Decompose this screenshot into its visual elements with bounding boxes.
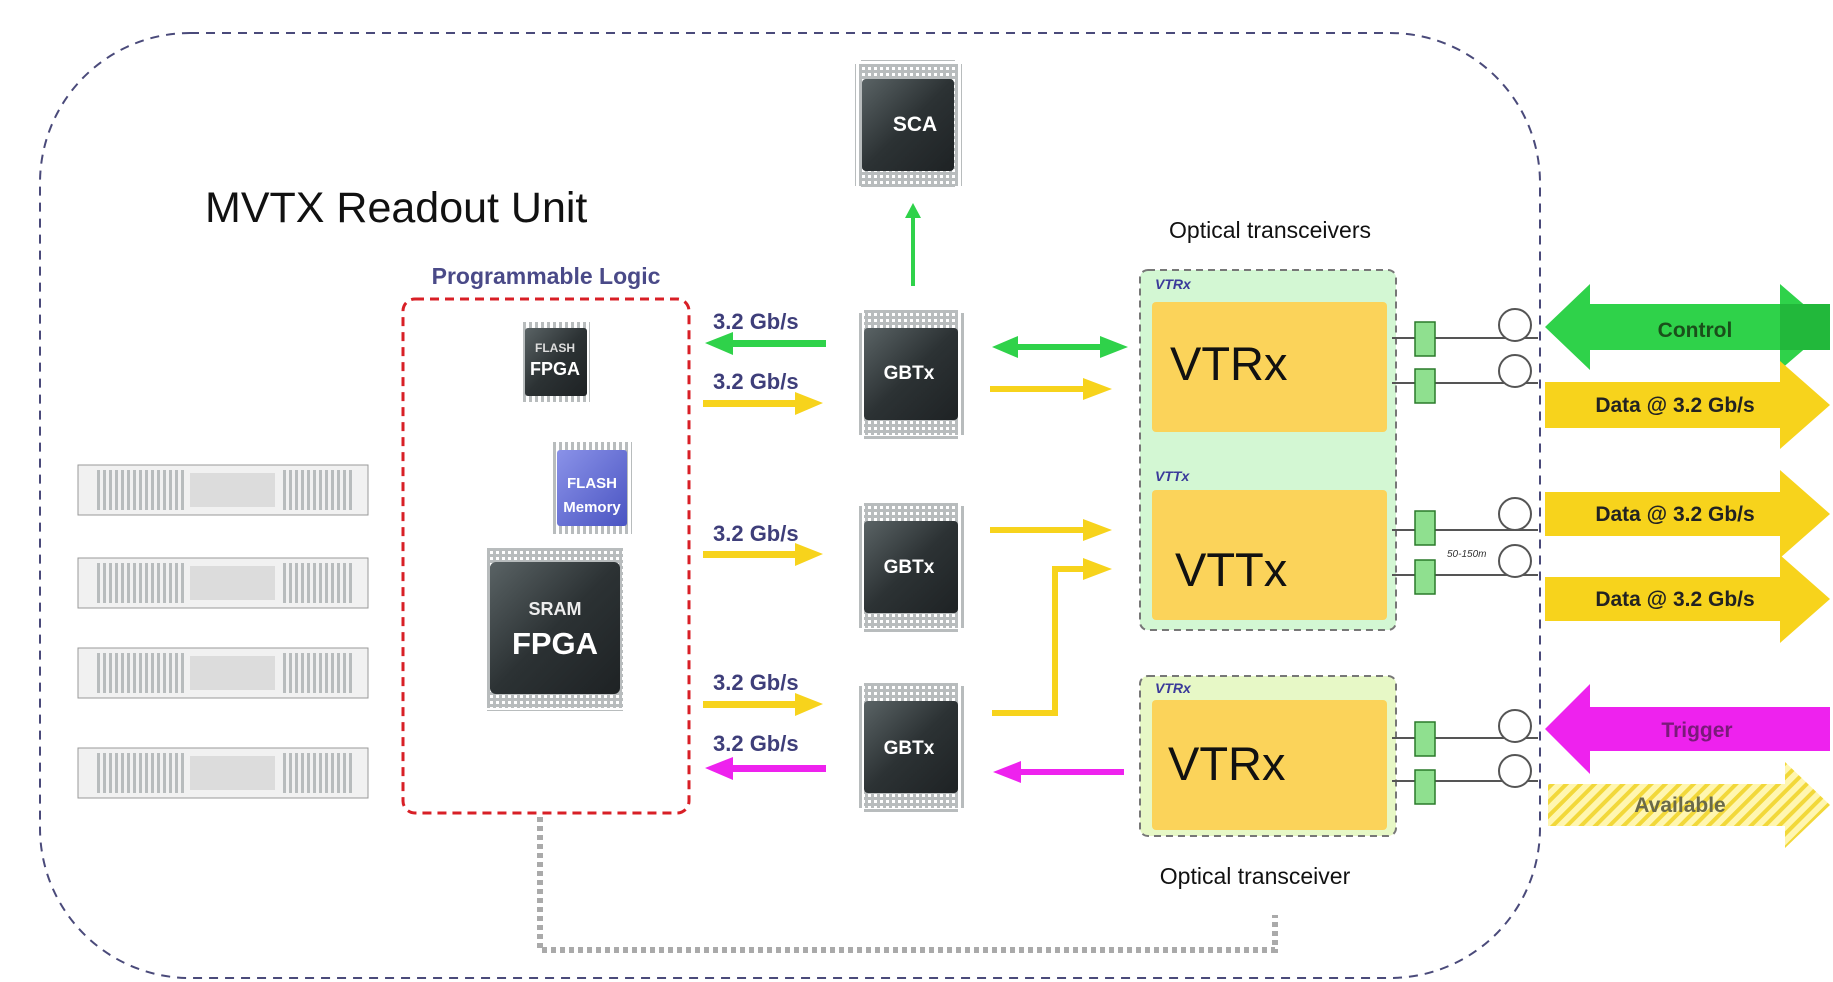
- programmable-logic-box: [401, 297, 691, 815]
- gbtx3-to-logic-arrow: [705, 757, 826, 780]
- flash-memory-top-label: FLASH: [567, 475, 617, 492]
- readout-unit-boundary: [39, 32, 1541, 979]
- logic-to-gbtx1-arrow: [703, 392, 823, 415]
- trigger-label: Trigger: [1661, 719, 1732, 742]
- flash-memory-bottom-label: Memory: [563, 499, 621, 516]
- optical-transceivers-caption: Optical transceivers: [1169, 217, 1371, 243]
- connector-2: [77, 557, 369, 609]
- gbtx-chip-2: GBTx: [858, 502, 965, 632]
- optical-transceiver-caption: Optical transceiver: [1160, 863, 1351, 889]
- sca-label: SCA: [893, 113, 937, 136]
- sram-fpga-chip: SRAM FPGA: [485, 545, 625, 711]
- data-1-label: Data @ 3.2 Gb/s: [1595, 394, 1754, 417]
- data-arrow-1: Data @ 3.2 Gb/s: [1545, 361, 1830, 449]
- gbtx1-vtrx-bidir-arrow: [992, 336, 1128, 358]
- link-rate-4: 3.2 Gb/s: [713, 670, 799, 695]
- logic-feedback-path: [537, 817, 1278, 953]
- sca-arrowhead: [905, 203, 921, 218]
- data-arrow-2: Data @ 3.2 Gb/s: [1545, 470, 1830, 558]
- gbtx-1-label: GBTx: [884, 363, 935, 384]
- gbtx-2-label: GBTx: [884, 557, 935, 578]
- connector-1: [77, 464, 369, 516]
- vtrx-2-tag: VTRx: [1155, 680, 1192, 696]
- flash-fpga-bottom-label: FPGA: [530, 359, 580, 379]
- gbtx2-vttx-arrow-1: [990, 519, 1112, 541]
- vtrx-2-name: VTRx: [1168, 737, 1286, 790]
- available-label: Available: [1634, 794, 1725, 817]
- logic-to-gbtx3-arrow: [703, 693, 823, 716]
- gbtx-chip-3: GBTx: [858, 682, 965, 812]
- available-arrow: Available: [1548, 762, 1830, 848]
- trigger-arrow: Trigger: [1545, 684, 1830, 774]
- gbtx1-vtrx-data-arrow: [990, 378, 1112, 400]
- flash-fpga-chip: FLASH FPGA: [520, 322, 590, 402]
- link-rate-3: 3.2 Gb/s: [713, 521, 799, 546]
- fiber-length-label: 50-150m: [1447, 549, 1486, 560]
- gbtx-3-label: GBTx: [884, 738, 935, 759]
- sca-chip: SCA: [855, 60, 962, 190]
- data-2-label: Data @ 3.2 Gb/s: [1595, 503, 1754, 526]
- vtrx-to-gbtx3-arrow: [993, 761, 1124, 783]
- vtrx-module-2: VTRx VTRx: [1152, 680, 1387, 830]
- vtrx-module-1: VTRx VTRx: [1152, 276, 1387, 432]
- control-arrow: Control: [1545, 284, 1830, 370]
- data-arrow-3: Data @ 3.2 Gb/s: [1545, 555, 1830, 643]
- flash-memory-chip: FLASH Memory: [550, 442, 632, 534]
- vtrx-1-name: VTRx: [1170, 337, 1288, 390]
- link-rate-1: 3.2 Gb/s: [713, 309, 799, 334]
- connector-3: [77, 647, 369, 699]
- flash-fpga-top-label: FLASH: [535, 341, 575, 355]
- vttx-module: VTTx VTTx: [1152, 468, 1387, 620]
- data-3-label: Data @ 3.2 Gb/s: [1595, 588, 1754, 611]
- fiber-links: [1392, 308, 1538, 788]
- programmable-logic-label: Programmable Logic: [432, 263, 661, 289]
- link-rate-5: 3.2 Gb/s: [713, 731, 799, 756]
- connector-4: [77, 747, 369, 799]
- gbtx-chip-1: GBTx: [858, 309, 965, 439]
- logic-to-gbtx2-arrow: [703, 543, 823, 566]
- gbtx1-to-logic-arrow: [705, 332, 826, 355]
- sram-fpga-bottom-label: FPGA: [512, 626, 598, 661]
- sram-fpga-top-label: SRAM: [529, 599, 582, 619]
- page-title: MVTX Readout Unit: [205, 184, 587, 232]
- fiber-splices: [1414, 321, 1436, 805]
- vttx-tag: VTTx: [1155, 468, 1190, 484]
- control-label: Control: [1658, 319, 1733, 342]
- vttx-name: VTTx: [1175, 543, 1287, 596]
- gbtx3-vttx-arrow: [992, 558, 1112, 716]
- vtrx-1-tag: VTRx: [1155, 276, 1192, 292]
- link-rate-2: 3.2 Gb/s: [713, 369, 799, 394]
